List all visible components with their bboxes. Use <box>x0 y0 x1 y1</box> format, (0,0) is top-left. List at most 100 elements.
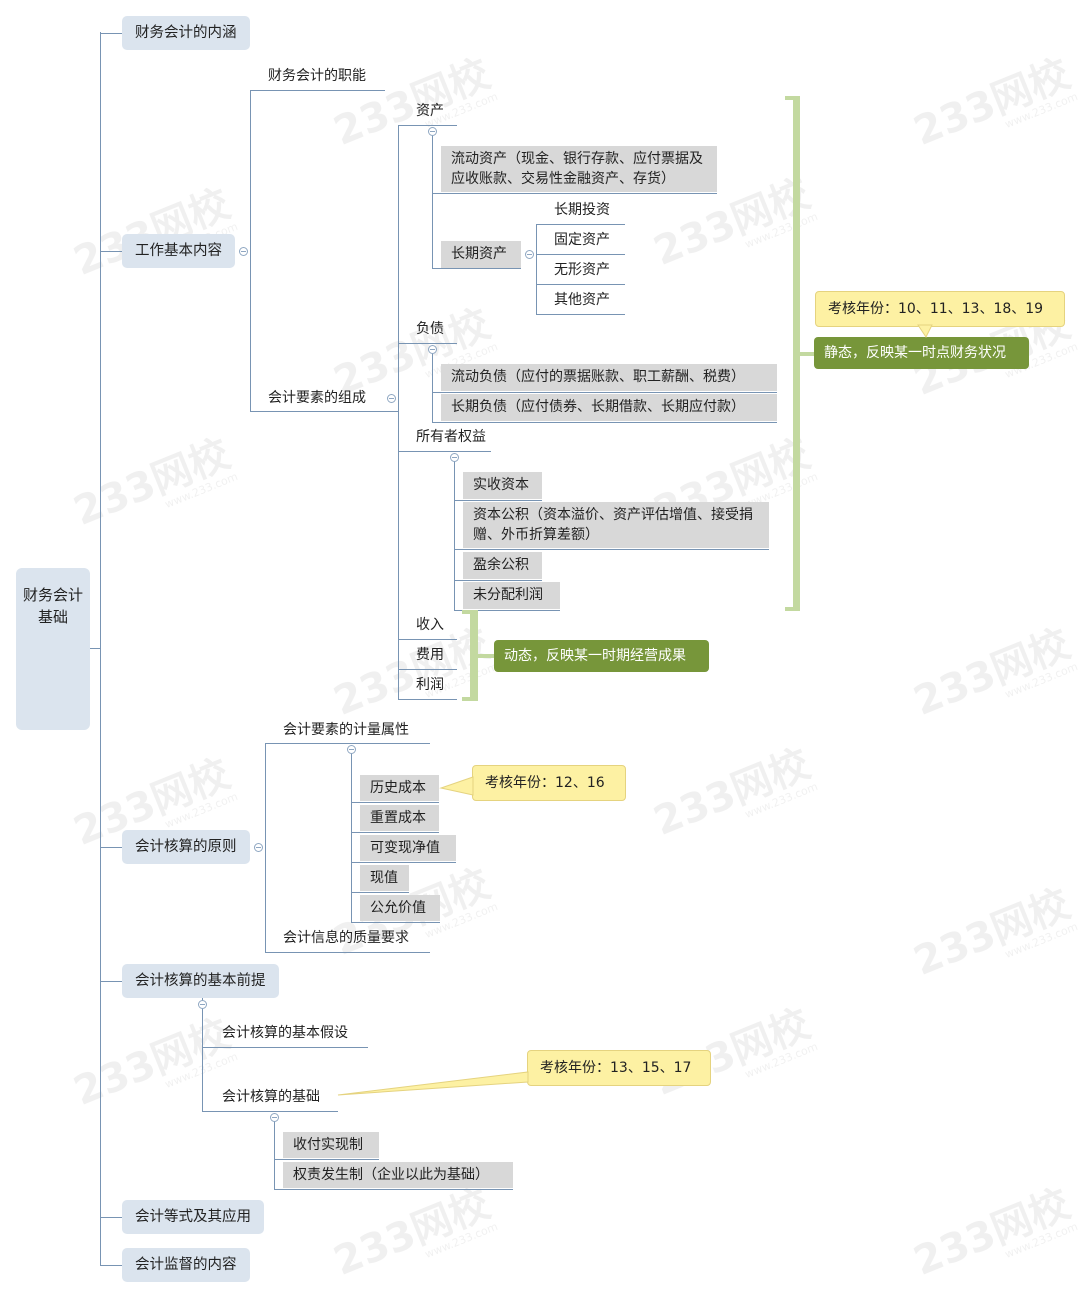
node-long-term-investment[interactable]: 长期投资 <box>554 202 610 218</box>
connector-line <box>100 981 122 982</box>
connector-line <box>432 268 521 269</box>
node-present-value[interactable]: 现值 <box>360 865 409 891</box>
connector-line <box>351 922 440 923</box>
connector-line <box>250 411 398 412</box>
node-income[interactable]: 收入 <box>416 617 444 633</box>
node-expenses[interactable]: 费用 <box>416 647 444 663</box>
connector-line <box>454 457 455 610</box>
connector-line <box>100 847 122 848</box>
collapse-toggle-icon[interactable] <box>428 127 437 136</box>
node-capital-reserve[interactable]: 资本公积（资本溢价、资产评估增值、接受捐赠、外币折算差额） <box>463 502 769 548</box>
collapse-toggle-icon[interactable] <box>387 394 396 403</box>
node-accounting-premises[interactable]: 会计核算的基本前提 <box>122 964 279 998</box>
node-accounting-principles[interactable]: 会计核算的原则 <box>122 830 250 864</box>
collapse-toggle-icon[interactable] <box>239 247 248 256</box>
summary-bracket <box>785 607 800 611</box>
node-owners-equity[interactable]: 所有者权益 <box>416 429 486 445</box>
node-assets[interactable]: 资产 <box>416 103 444 119</box>
node-basic-assumptions[interactable]: 会计核算的基本假设 <box>222 1025 348 1041</box>
summary-bracket <box>470 610 478 701</box>
node-historical-cost[interactable]: 历史成本 <box>360 775 439 801</box>
connector-line <box>351 749 352 922</box>
note-dynamic[interactable]: 动态，反映某一时期经营成果 <box>494 640 709 672</box>
summary-bracket <box>462 697 478 701</box>
node-accounting-supervision[interactable]: 会计监督的内容 <box>122 1248 250 1282</box>
connector-line <box>351 862 456 863</box>
connector-line <box>351 892 409 893</box>
connector-line <box>265 743 266 953</box>
node-accounting-functions[interactable]: 财务会计的职能 <box>268 68 366 84</box>
node-information-quality[interactable]: 会计信息的质量要求 <box>283 930 409 946</box>
callout-measurement-years[interactable]: 考核年份：12、16 <box>472 765 626 801</box>
connector-line <box>274 1117 275 1189</box>
node-net-realizable-value[interactable]: 可变现净值 <box>360 835 456 861</box>
node-fixed-assets[interactable]: 固定资产 <box>554 232 610 248</box>
connector-line <box>536 314 625 315</box>
connector-line <box>432 422 777 423</box>
connector-line <box>398 343 457 344</box>
connector-line <box>432 193 717 194</box>
node-long-term-assets[interactable]: 长期资产 <box>441 241 521 268</box>
node-replacement-cost[interactable]: 重置成本 <box>360 805 439 831</box>
node-surplus-reserve[interactable]: 盈余公积 <box>463 552 542 579</box>
summary-bracket <box>793 96 800 611</box>
collapse-toggle-icon[interactable] <box>270 1113 279 1122</box>
node-liabilities[interactable]: 负债 <box>416 321 444 337</box>
connector-line <box>202 1047 368 1048</box>
callout-pointer-history <box>439 776 474 796</box>
connector-line <box>454 610 560 611</box>
connector-line <box>90 648 100 649</box>
node-paid-in-capital[interactable]: 实收资本 <box>463 472 542 499</box>
node-accounting-equation[interactable]: 会计等式及其应用 <box>122 1200 264 1234</box>
node-work-content[interactable]: 工作基本内容 <box>122 234 235 268</box>
node-other-assets[interactable]: 其他资产 <box>554 292 610 308</box>
collapse-toggle-icon[interactable] <box>428 345 437 354</box>
collapse-toggle-icon[interactable] <box>347 745 356 754</box>
connector-line <box>202 1111 338 1112</box>
connector-line <box>398 699 457 700</box>
connector-line <box>265 952 430 953</box>
connector-line <box>536 284 625 285</box>
summary-bracket <box>462 610 478 614</box>
collapse-toggle-icon[interactable] <box>450 453 459 462</box>
node-long-term-liabilities[interactable]: 长期负债（应付债券、长期借款、长期应付款） <box>441 394 777 421</box>
connector-line <box>100 33 122 34</box>
connector-line <box>398 125 399 699</box>
connector-line <box>100 1217 122 1218</box>
connector-line <box>100 1265 122 1266</box>
connector-line <box>202 998 203 1112</box>
connector-line <box>454 580 542 581</box>
node-accounting-basis[interactable]: 会计核算的基础 <box>222 1089 320 1105</box>
connector-line <box>432 392 777 393</box>
node-intangible-assets[interactable]: 无形资产 <box>554 262 610 278</box>
connector-line <box>432 131 433 268</box>
node-accrual-basis[interactable]: 权责发生制（企业以此为基础） <box>283 1162 513 1188</box>
node-undistributed-profit[interactable]: 未分配利润 <box>463 582 560 609</box>
node-accounting-elements[interactable]: 会计要素的组成 <box>268 390 366 406</box>
node-fair-value[interactable]: 公允价值 <box>360 895 440 921</box>
connector-line <box>265 743 430 744</box>
callout-basis-years[interactable]: 考核年份：13、15、17 <box>527 1050 711 1086</box>
root-node[interactable]: 财务会计基础 <box>16 568 90 730</box>
connector-line <box>351 802 439 803</box>
callout-static-years[interactable]: 考核年份：10、11、13、18、19 <box>815 291 1065 327</box>
node-financial-accounting-meaning[interactable]: 财务会计的内涵 <box>122 16 250 50</box>
summary-bracket <box>785 96 800 100</box>
collapse-toggle-icon[interactable] <box>198 1000 207 1009</box>
node-cash-basis[interactable]: 收付实现制 <box>283 1132 379 1158</box>
collapse-toggle-icon[interactable] <box>525 250 534 259</box>
connector-line <box>250 90 385 91</box>
node-current-assets[interactable]: 流动资产（现金、银行存款、应付票据及应收账款、交易性金融资产、存货） <box>441 146 717 192</box>
node-current-liabilities[interactable]: 流动负债（应付的票据账款、职工薪酬、税费） <box>441 364 777 391</box>
connector-line <box>432 349 433 422</box>
note-static[interactable]: 静态，反映某一时点财务状况 <box>814 337 1029 369</box>
node-measurement-attributes[interactable]: 会计要素的计量属性 <box>283 722 409 738</box>
collapse-toggle-icon[interactable] <box>254 843 263 852</box>
connector-line <box>398 639 457 640</box>
node-profit[interactable]: 利润 <box>416 677 444 693</box>
connector-line <box>250 90 251 412</box>
